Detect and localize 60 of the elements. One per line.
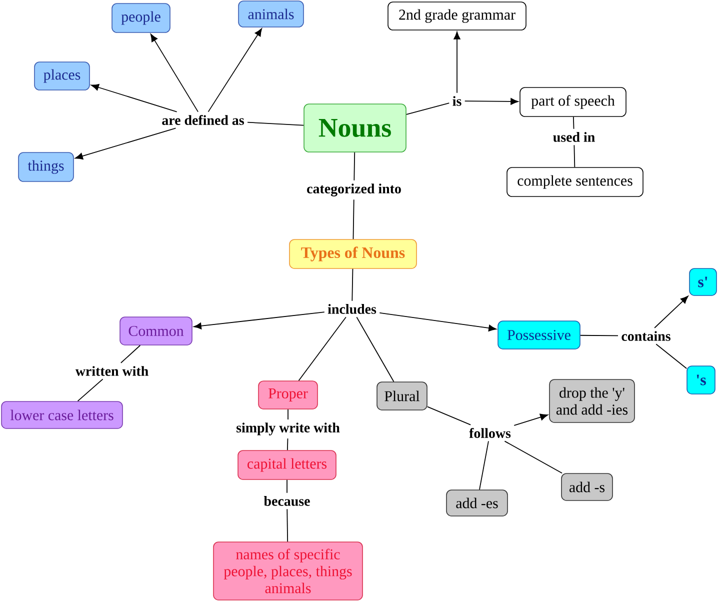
concept-box: people: [112, 3, 170, 33]
concept-box: names of specific people, places, things animals: [213, 542, 363, 600]
concept-box: Proper: [258, 380, 318, 410]
concept-box: add -s: [561, 473, 613, 501]
linking-phrase: follows: [469, 428, 511, 438]
connector-line: [426, 406, 472, 426]
concept-box: Types of Nouns: [289, 239, 417, 269]
concept-box: Common: [120, 316, 192, 346]
concept-box: part of speech: [520, 87, 626, 117]
connector-line: [504, 440, 562, 474]
concept-box: Plural: [376, 382, 428, 410]
linking-phrase: is: [452, 96, 462, 106]
concept-box: 's: [686, 366, 716, 394]
concept-box: Nouns: [304, 104, 406, 152]
connector-line: [356, 316, 394, 382]
linking-phrase: contains: [622, 331, 670, 341]
linking-phrase: used in: [553, 132, 595, 142]
linking-phrase: because: [264, 496, 310, 506]
connector-line: [77, 378, 104, 402]
concept-box: Possessive: [498, 320, 580, 350]
linking-phrase: are defined as: [162, 115, 244, 125]
connector-line: [247, 122, 304, 126]
connector-line: [352, 199, 354, 240]
arrow: [208, 28, 262, 112]
arrow: [194, 312, 325, 330]
concept-box: things: [18, 152, 74, 182]
connector-line: [286, 438, 288, 451]
concept-box: capital letters: [238, 450, 336, 480]
connector-line: [479, 440, 489, 490]
arrow: [379, 312, 496, 332]
connector-line: [406, 102, 450, 115]
arrow: [514, 414, 548, 426]
connector-line: [656, 344, 688, 369]
concept-box: lower case letters: [1, 401, 123, 429]
connector-line: [298, 316, 346, 382]
connector-line: [286, 479, 288, 494]
linking-phrase: simply write with: [236, 422, 340, 436]
arrow: [464, 98, 518, 105]
linking-phrase: written with: [75, 366, 148, 376]
connector-line: [120, 344, 141, 364]
concept-box: 2nd grade grammar: [388, 2, 526, 30]
arrow: [150, 34, 198, 112]
linking-phrase: includes: [328, 304, 376, 314]
connector-line: [580, 334, 618, 336]
arrow: [91, 84, 178, 112]
concept-box: complete sentences: [506, 167, 644, 197]
connector-line: [354, 152, 356, 181]
concept-box: places: [34, 62, 90, 90]
arrow: [654, 296, 688, 328]
concept-box: animals: [238, 0, 304, 28]
arrow: [454, 32, 460, 94]
concept-box: s': [689, 268, 717, 296]
concept-box: drop the 'y' and add -ies: [549, 379, 635, 423]
connector-line: [286, 508, 288, 542]
connector-line: [572, 116, 574, 130]
concept-box: add -es: [446, 490, 508, 516]
linking-phrase: categorized into: [307, 184, 401, 196]
connector-line: [574, 144, 576, 168]
arrow: [75, 128, 176, 160]
connector-line: [352, 268, 354, 302]
